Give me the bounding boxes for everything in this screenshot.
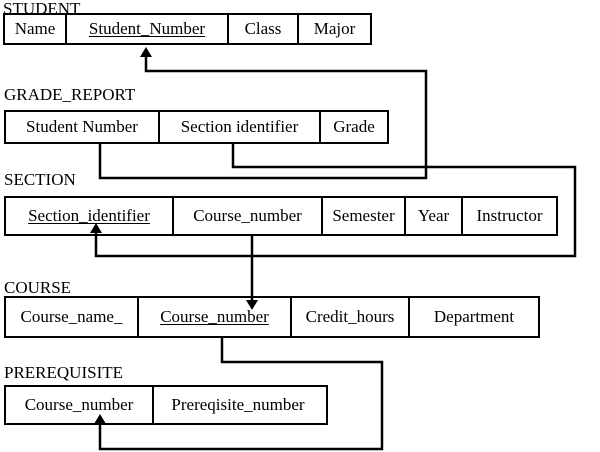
- course-attr-course-number: Course_number: [137, 298, 290, 336]
- student-attr-student-number: Student_Number: [65, 15, 227, 43]
- student-attr-class: Class: [227, 15, 297, 43]
- course-table: Course_name_ Course_number Credit_hours …: [4, 296, 540, 338]
- arrow-grade-section: [94, 144, 577, 258]
- prerequisite-table: Course_number Prereqisite_number: [4, 385, 328, 425]
- grade-report-attr-section-identifier: Section identifier: [158, 112, 319, 142]
- arrowhead-student: [140, 47, 152, 57]
- grade-report-title: GRADE_REPORT: [4, 85, 136, 104]
- section-attr-year: Year: [404, 198, 461, 234]
- section-attr-instructor: Instructor: [461, 198, 556, 234]
- arrowhead-section: [90, 223, 102, 233]
- student-title: STUDENT: [3, 0, 81, 18]
- section-table: Section_identifier Course_number Semeste…: [4, 196, 558, 236]
- prerequisite-title: PREREQUISITE: [4, 363, 123, 382]
- student-table: Name Student_Number Class Major: [3, 13, 372, 45]
- grade-report-attr-student-number: Student Number: [26, 117, 138, 136]
- grade-report-attr-grade: Grade: [319, 112, 387, 142]
- prerequisite-attr-course-number: Course_number: [24, 395, 134, 414]
- prerequisite-attr-prerequisite-number: Prereqisite_number: [152, 387, 322, 423]
- section-attr-section-identifier: Section_identifier: [28, 206, 150, 225]
- section-attr-semester: Semester: [321, 198, 404, 234]
- section-attr-course-number: Course_number: [172, 198, 321, 234]
- arrow-course-prerequisite: [98, 338, 384, 451]
- arrowhead-prerequisite: [94, 414, 106, 424]
- grade-report-table: Student Number Section identifier Grade: [4, 110, 389, 144]
- course-attr-credit-hours: Credit_hours: [290, 298, 408, 336]
- student-attr-name: Name: [14, 19, 56, 38]
- section-title: SECTION: [4, 170, 76, 189]
- student-attr-major: Major: [297, 15, 370, 43]
- arrow-grade-student: [98, 54, 428, 180]
- course-attr-course-name: Course_name_: [20, 307, 123, 326]
- course-attr-department: Department: [408, 298, 538, 336]
- course-title: COURSE: [4, 278, 72, 297]
- arrowhead-course: [246, 300, 258, 310]
